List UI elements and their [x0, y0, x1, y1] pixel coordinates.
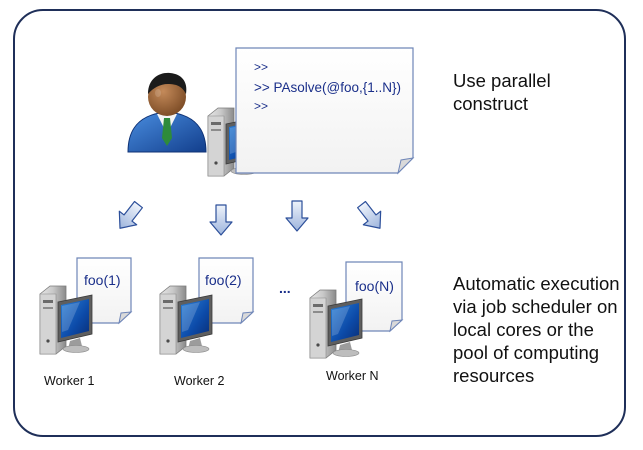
user-icon: [127, 72, 207, 153]
console-line-3: >>: [254, 99, 269, 113]
master-description: Use parallel construct: [453, 70, 551, 114]
down-arrow-icon: [209, 204, 233, 236]
computer-icon: [39, 285, 93, 355]
execution-description: Automatic execution via job scheduler on…: [453, 273, 620, 386]
down-arrow-icon: [352, 197, 390, 236]
console-line-2: >> PAsolve(@foo,{1..N}): [254, 80, 402, 95]
worker-label-2: Worker 2: [174, 374, 225, 388]
worker-task-2: foo(2): [205, 272, 242, 288]
document-icon: [235, 47, 415, 175]
down-arrow-icon: [110, 197, 148, 236]
worker-task-n: foo(N): [355, 278, 394, 294]
worker-label-1: Worker 1: [44, 374, 95, 388]
worker-label-n: Worker N: [326, 369, 379, 383]
console-line-1: >>: [254, 60, 269, 74]
ellipsis: ...: [279, 280, 291, 296]
computer-icon: [159, 285, 213, 355]
worker-task-1: foo(1): [84, 272, 121, 288]
down-arrow-icon: [285, 200, 309, 232]
computer-icon: [309, 289, 363, 359]
